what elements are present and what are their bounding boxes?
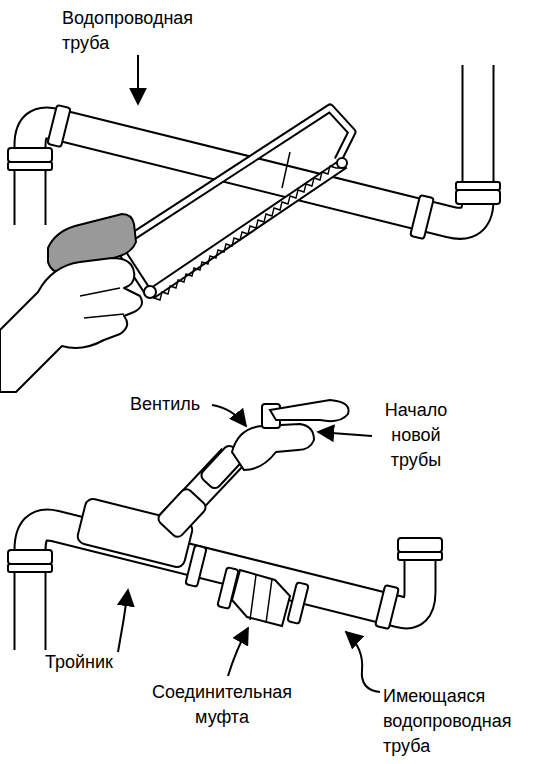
part-label: Начало новой трубы (375, 398, 457, 473)
part-label: Водопроводная труба (62, 6, 222, 56)
part-label: Соединительная муфта (145, 680, 299, 730)
part-label: Тройник (45, 650, 145, 675)
bottom-fittings (8, 400, 442, 629)
part-label: Вентиль (130, 392, 230, 417)
hand (0, 258, 142, 392)
leader-arrows (118, 55, 380, 692)
top-pipe (30, 65, 478, 225)
bottom-pipe (30, 458, 420, 650)
part-label: Имеющаяся водопроводная труба (383, 684, 523, 759)
